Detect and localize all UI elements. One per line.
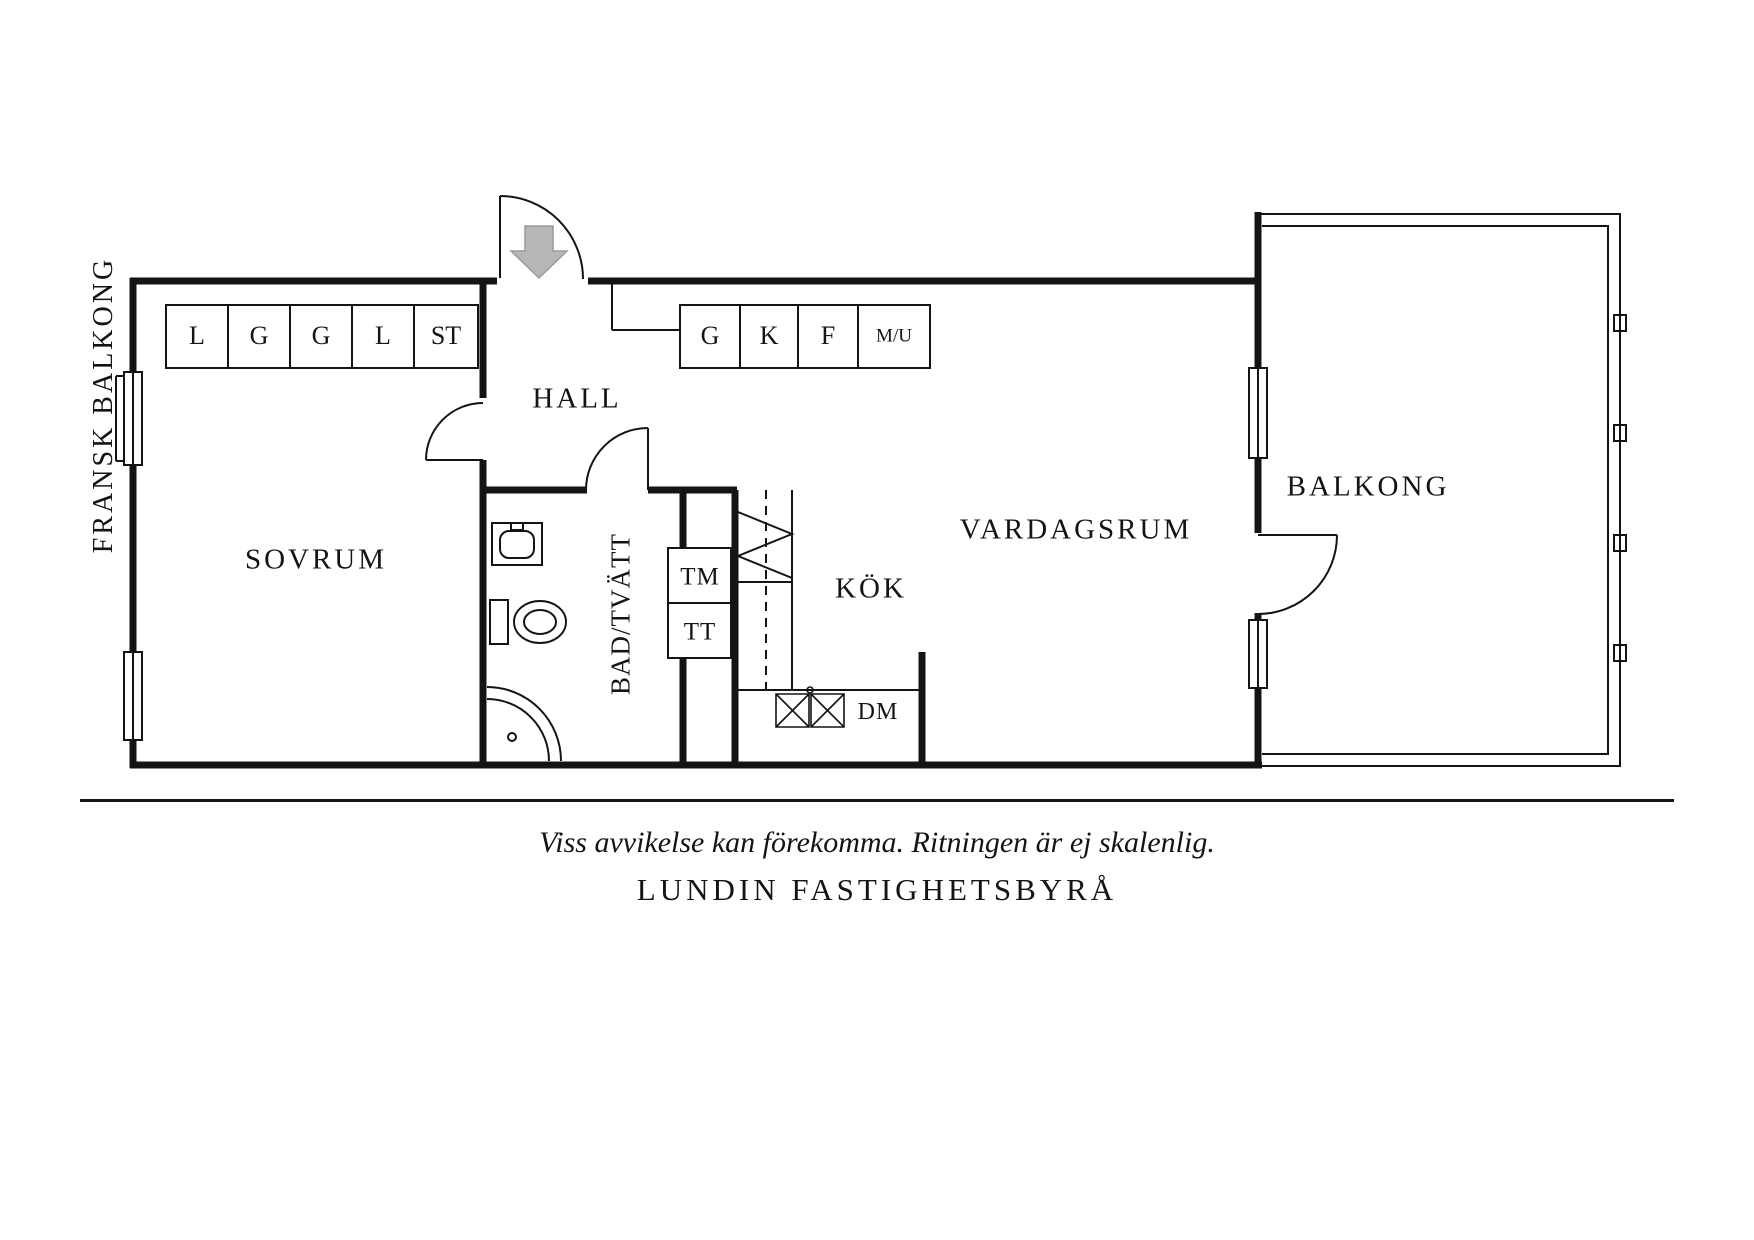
brand-name: LUNDIN FASTIGHETSBYRÅ — [636, 872, 1118, 907]
footer-divider — [80, 799, 1674, 802]
label-kok: KÖK — [835, 572, 907, 605]
label-hall: HALL — [532, 382, 622, 415]
label-vardagsrum: VARDAGSRUM — [959, 513, 1193, 546]
closet-label: M/U — [876, 325, 912, 347]
label-sovrum: SOVRUM — [244, 543, 388, 576]
closet-label: L — [189, 321, 205, 350]
windows — [115, 367, 1268, 741]
label-balkong: BALKONG — [1286, 470, 1450, 503]
disclaimer-text: Viss avvikelse kan förekomma. Ritningen … — [539, 826, 1215, 859]
closet-label: K — [759, 321, 779, 350]
bathroom-sink-icon — [491, 522, 543, 566]
closet-label: F — [820, 321, 836, 350]
label-bad-tvatt: BAD/TVÄTT — [605, 533, 636, 695]
kitchen-counter — [735, 490, 922, 691]
shower-icon — [486, 686, 562, 762]
balcony-railing — [1258, 213, 1627, 767]
closet-label: ST — [430, 321, 462, 350]
entry-arrow-icon — [509, 225, 569, 280]
walls — [129, 212, 1262, 769]
label-dryer: TT — [683, 618, 717, 646]
label-dishwasher: DM — [857, 699, 899, 725]
closet-label: G — [700, 321, 720, 350]
closet-label: G — [311, 321, 331, 350]
toilet-icon — [489, 599, 567, 645]
kitchen-sink-icon — [775, 686, 845, 728]
closet-label: G — [249, 321, 269, 350]
door-swings — [425, 195, 1338, 615]
label-washing-machine: TM — [680, 563, 720, 591]
label-fransk-balkong: FRANSK BALKONG — [88, 256, 119, 554]
closet-label: L — [375, 321, 391, 350]
closet-cabinets — [165, 284, 931, 659]
